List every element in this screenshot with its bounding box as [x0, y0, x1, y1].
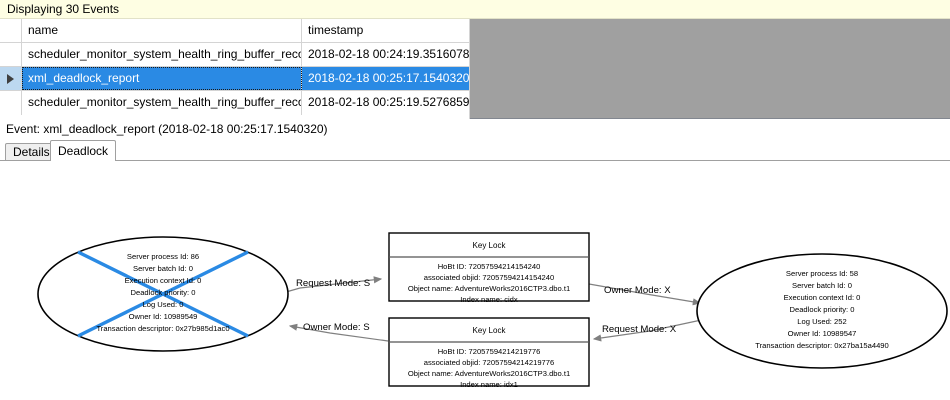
process-line: Deadlock priority: 0: [790, 305, 855, 314]
event-detail-title: Event: xml_deadlock_report (2018-02-18 0…: [0, 120, 950, 139]
edge-label-owner-mode-x: Owner Mode: X: [604, 285, 671, 296]
process-line: Execution context Id: 0: [125, 276, 202, 285]
edge-top-owner-right: Owner Mode: X: [588, 283, 702, 306]
events-grid-rows[interactable]: name timestamp scheduler_monitor_system_…: [0, 19, 470, 119]
process-line: Log Used: 0: [143, 300, 184, 309]
process-node-left[interactable]: Server process Id: 86 Server batch Id: 0…: [37, 236, 289, 352]
column-header-timestamp[interactable]: timestamp: [302, 19, 469, 42]
cell-timestamp[interactable]: 2018-02-18 00:25:19.5276859: [308, 95, 469, 109]
process-line: Owner Id: 10989547: [788, 329, 857, 338]
resource-node-key-lock-top[interactable]: Key Lock HoBt ID: 72057594214154240 asso…: [388, 232, 590, 304]
process-node-right[interactable]: Server process Id: 58 Server batch Id: 0…: [696, 253, 948, 369]
resource-title: Key Lock: [473, 241, 507, 250]
detail-tabstrip: Details Deadlock: [0, 139, 950, 161]
process-line: Log Used: 252: [797, 317, 846, 326]
process-line: Server process Id: 58: [786, 269, 858, 278]
resource-line: HoBt ID: 72057594214219776: [438, 347, 541, 356]
events-count-banner: Displaying 30 Events: [0, 0, 950, 19]
process-line: Execution context Id: 0: [784, 293, 861, 302]
victim-cross-icon: [77, 250, 249, 338]
row-pointer-icon: [7, 74, 14, 84]
process-line: Server process Id: 86: [127, 252, 199, 261]
edge-bottom-owner-left: Owner Mode: S: [288, 322, 389, 342]
process-line: Transaction descriptor: 0x27b985d1ac0: [96, 324, 229, 333]
column-header-selector: [0, 19, 22, 42]
events-grid[interactable]: name timestamp scheduler_monitor_system_…: [0, 19, 950, 119]
row-selector-cell[interactable]: [0, 67, 22, 90]
table-row-selected[interactable]: xml_deadlock_report 2018-02-18 00:25:17.…: [0, 67, 469, 91]
cell-name[interactable]: scheduler_monitor_system_health_ring_buf…: [22, 43, 302, 66]
cell-name[interactable]: scheduler_monitor_system_health_ring_buf…: [22, 91, 302, 115]
edge-right-request-bottom: Request Mode: X: [592, 318, 707, 342]
events-grid-header: name timestamp: [0, 19, 469, 43]
deadlock-graph-canvas[interactable]: Request Mode: S Owner Mode: X Owner Mode…: [0, 160, 950, 400]
column-header-name[interactable]: name: [22, 19, 302, 42]
resource-line: Index name: idx1: [460, 380, 518, 389]
process-ellipse[interactable]: [696, 253, 948, 369]
resource-box[interactable]: [388, 317, 590, 387]
process-line: Owner Id: 10989549: [129, 312, 198, 321]
resource-line: Object name: AdventureWorks2016CTP3.dbo.…: [408, 369, 570, 378]
process-line: Server batch Id: 0: [792, 281, 852, 290]
process-line: Server batch Id: 0: [133, 264, 193, 273]
resource-line: HoBt ID: 72057594214154240: [438, 262, 541, 271]
cell-timestamp[interactable]: 2018-02-18 00:24:19.3516078: [308, 47, 469, 61]
process-line: Deadlock priority: 0: [131, 288, 196, 297]
edge-label-request-mode-s: Request Mode: S: [296, 278, 370, 289]
row-selector-cell[interactable]: [0, 43, 22, 66]
tab-deadlock[interactable]: Deadlock: [50, 140, 117, 161]
table-row[interactable]: scheduler_monitor_system_health_ring_buf…: [0, 91, 469, 115]
resource-title: Key Lock: [473, 326, 507, 335]
table-row[interactable]: scheduler_monitor_system_health_ring_buf…: [0, 43, 469, 67]
resource-line: Index name: cidx: [460, 295, 518, 304]
resource-node-key-lock-bottom[interactable]: Key Lock HoBt ID: 72057594214219776 asso…: [388, 317, 590, 389]
resource-line: associated objid: 72057594214219776: [424, 358, 554, 367]
resource-box[interactable]: [388, 232, 590, 302]
cell-timestamp[interactable]: 2018-02-18 00:25:17.1540320: [302, 67, 469, 90]
process-line: Transaction descriptor: 0x27ba15a4490: [755, 341, 889, 350]
edge-label-owner-mode-s: Owner Mode: S: [303, 322, 370, 333]
row-selector-cell[interactable]: [0, 91, 22, 115]
cell-name[interactable]: xml_deadlock_report: [22, 67, 302, 90]
resource-line: Object name: AdventureWorks2016CTP3.dbo.…: [408, 284, 570, 293]
edge-label-request-mode-x: Request Mode: X: [602, 324, 677, 335]
resource-line: associated objid: 72057594214154240: [424, 273, 554, 282]
